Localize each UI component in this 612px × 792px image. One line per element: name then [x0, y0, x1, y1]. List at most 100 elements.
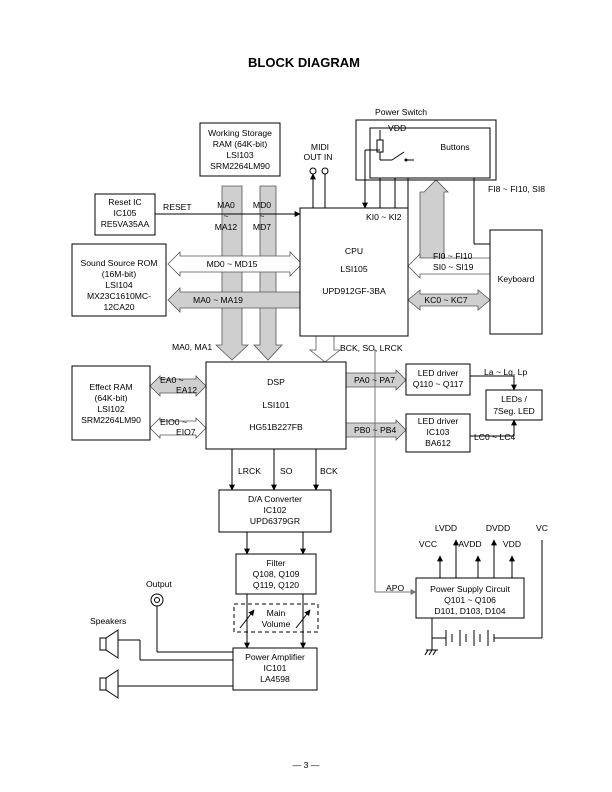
midi-in-jack — [321, 167, 329, 175]
power-supply-label: D101, D103, D104 — [434, 606, 505, 616]
power-amp-box — [232, 647, 318, 691]
cpu-dsp-bus — [308, 335, 342, 363]
lc-label: LC0 ~ LC4 — [474, 432, 516, 442]
sound-rom-label: (16M-bit) — [102, 269, 137, 279]
ea-label: EA12 — [176, 385, 197, 395]
speakers-label: Speakers — [90, 616, 126, 626]
fi-si-top-label: FI8 ~ FI10, SI8 — [488, 184, 545, 194]
leds-label: 7Seg. LED — [493, 406, 535, 416]
led-driver-2-label: BA612 — [425, 438, 451, 448]
cpu-label: CPU — [345, 246, 363, 256]
md0-md7-label: MD7 — [253, 222, 271, 232]
effect-ram-label: (64K-bit) — [95, 393, 128, 403]
dac-label: UPD6379GR — [250, 516, 300, 526]
md0-md7-label: ~ — [259, 211, 264, 221]
filter-label: Q119, Q120 — [253, 580, 299, 590]
midi-out-jack — [309, 167, 317, 175]
power-supply-label: Q101 ~ Q106 — [444, 595, 496, 605]
md0-md7-bus — [253, 185, 283, 361]
vdd-switch-label: VDD — [388, 123, 406, 133]
eio-label: EIO7 — [176, 427, 196, 437]
main-volume-label: Main — [267, 608, 286, 618]
reset-label: RESET — [163, 202, 192, 212]
reset-ic-label: RE5VA35AA — [101, 219, 150, 229]
fi-si-label: FI0 ~ FI10 — [433, 251, 473, 261]
keyboard-label: Keyboard — [498, 274, 535, 284]
midi-label: OUT IN — [304, 152, 333, 162]
buttons-label: Buttons — [440, 142, 469, 152]
power-amp-label: LA4598 — [260, 674, 290, 684]
effect-ram-label: SRM2264LM90 — [81, 415, 141, 425]
led-driver-2-label: LED driver — [418, 416, 459, 426]
eio-label: EIO0 ~ — [160, 417, 187, 427]
dsp-label: DSP — [267, 377, 285, 387]
speaker-icon — [99, 669, 119, 699]
sound-rom-label: LSI104 — [105, 280, 132, 290]
md0-md15-label: MD0 ~ MD15 — [207, 259, 258, 269]
cpu-box — [299, 207, 409, 337]
dac-label: IC102 — [264, 505, 287, 515]
led-driver-1-box — [405, 363, 471, 396]
rail-label: VDD — [503, 539, 521, 549]
so-label: SO — [280, 466, 293, 476]
led-driver-2-box — [405, 413, 471, 453]
speaker-icon — [99, 629, 119, 659]
diagram-title: BLOCK DIAGRAM — [248, 55, 360, 70]
ma0-ma1-label: MA0, MA1 — [172, 342, 212, 352]
sound-rom-box — [71, 243, 167, 317]
led-driver-1-label: LED driver — [418, 368, 459, 378]
pb-label: PB0 ~ PB4 — [354, 425, 397, 435]
effect-ram-label: LSI102 — [97, 404, 124, 414]
leds-label: LEDs / — [501, 394, 527, 404]
filter-box — [235, 553, 317, 595]
ma0-ma12-label: MA0 — [217, 200, 235, 210]
buttons-bus — [419, 179, 449, 261]
rail-label: LVDD — [435, 523, 457, 533]
rail-label: DVDD — [486, 523, 510, 533]
kc-label: KC0 ~ KC7 — [424, 295, 467, 305]
fi-si-label: SI0 ~ SI19 — [433, 262, 474, 272]
bck-label: BCK — [320, 466, 338, 476]
working-storage-label: LSI103 — [226, 150, 253, 160]
ma0-ma12-label: MA12 — [215, 222, 238, 232]
keyboard-box — [489, 229, 543, 335]
sound-rom-label: 12CA20 — [103, 302, 134, 312]
midi-label: MIDI — [311, 142, 329, 152]
filter-label: Q108, Q109 — [253, 569, 300, 579]
effect-ram-box — [71, 365, 151, 441]
dsp-label: HG51B227FB — [249, 422, 303, 432]
working-storage-label: RAM (64K-bit) — [213, 139, 268, 149]
reset-ic-label: Reset IC — [108, 197, 141, 207]
ma0-ma12-label: ~ — [223, 211, 228, 221]
power-supply-label: Power Supply Circuit — [430, 584, 510, 594]
pa-label: PA0 ~ PA7 — [354, 375, 395, 385]
dsp-label: LSI101 — [262, 400, 289, 410]
main-volume-label: Volume — [262, 619, 291, 629]
power-amp-label: Power Amplifier — [245, 652, 305, 662]
led-driver-1-label: Q110 ~ Q117 — [413, 379, 464, 389]
reset-ic-box — [94, 193, 156, 236]
ground-icon — [424, 649, 438, 656]
filter-label: Filter — [266, 558, 285, 568]
output-label: Output — [146, 579, 172, 589]
ma0-ma12-bus — [214, 185, 250, 361]
cpu-label: UPD912GF-3BA — [322, 286, 386, 296]
pa-bus — [345, 369, 407, 391]
power-amp-label: IC101 — [264, 663, 287, 673]
md0-md7-label: MD0 — [253, 200, 271, 210]
working-storage-label: SRM2264LM90 — [210, 161, 270, 171]
ea-label: EA0 ~ — [160, 375, 184, 385]
page-number: — 3 — — [293, 760, 320, 770]
rail-label: VCC — [419, 539, 437, 549]
bck-so-lrck-label: BCK, SO, LRCK — [340, 343, 403, 353]
apo-label: APO — [386, 583, 404, 593]
dsp-box — [205, 361, 347, 450]
effect-ram-label: Effect RAM — [89, 382, 132, 392]
led-driver-2-label: IC103 — [427, 427, 450, 437]
dac-label: D/A Converter — [248, 494, 302, 504]
sound-rom-label: Sound Source ROM — [81, 258, 158, 268]
buttons-box — [369, 127, 491, 179]
la-lp-label: La ~ Lg, Lp — [484, 367, 527, 377]
dac-box — [218, 489, 332, 533]
